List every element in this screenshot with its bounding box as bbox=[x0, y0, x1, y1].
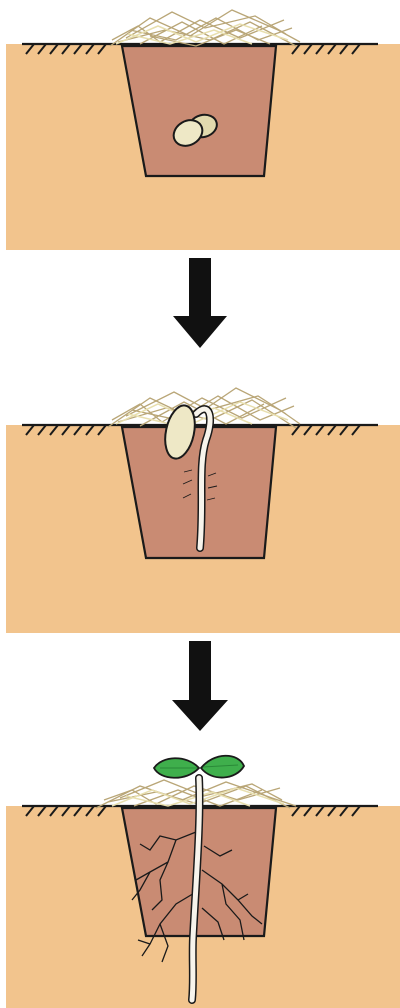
down-arrow-icon bbox=[172, 641, 228, 731]
straw-mulch bbox=[110, 10, 300, 46]
down-arrow-icon bbox=[173, 258, 227, 348]
stage-1-seed-planted bbox=[6, 10, 400, 250]
planting-pit bbox=[122, 46, 276, 176]
stage-2-root-emerging bbox=[6, 388, 400, 633]
stage-3-seedling bbox=[6, 756, 400, 1008]
